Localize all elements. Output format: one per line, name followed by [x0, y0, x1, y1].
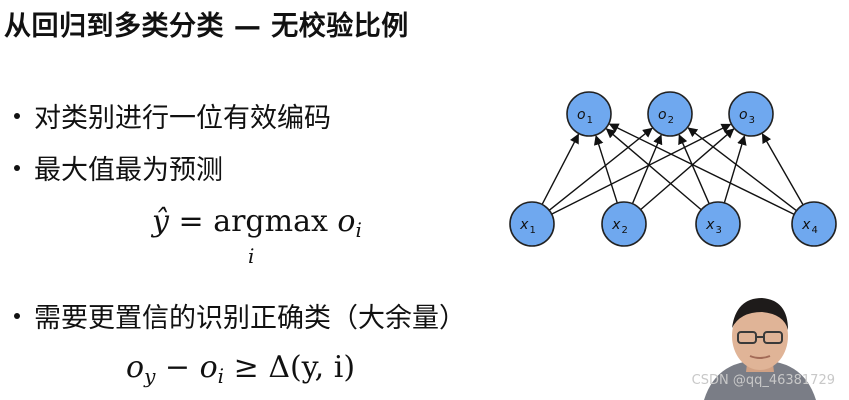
- presenter-shirt: [704, 362, 816, 400]
- eq-argmax-under: i: [248, 244, 255, 268]
- bullet-item-max-predict: 最大值最为预测: [14, 148, 223, 187]
- divider: [586, 262, 686, 264]
- output-node-circle: [728, 91, 774, 137]
- edge-x4-o2: [687, 127, 797, 212]
- bullet-dot-icon: [14, 312, 20, 319]
- edge-x2-o3: [640, 128, 735, 211]
- bullet-item-margin: 需要更置信的识别正确类（大余量）: [14, 296, 466, 335]
- bullet-text: 需要更置信的识别正确类（大余量）: [34, 303, 466, 334]
- output-node-circle: [566, 91, 612, 137]
- edge-x2-o2: [631, 134, 663, 204]
- input-node-x2: x2: [601, 201, 647, 247]
- eq-argmax: argmax: [213, 204, 328, 239]
- output-node-o2: o2: [647, 91, 693, 137]
- watermark: CSDN @qq_46381729: [691, 373, 835, 388]
- slide-title: 从回归到多类分类 — 无校验比例: [4, 11, 409, 42]
- edge-x1-o3: [551, 123, 732, 215]
- network-edges: [541, 123, 804, 215]
- edge-x3-o1: [605, 128, 702, 211]
- output-node-circle: [647, 91, 693, 137]
- input-node-circle: [695, 201, 741, 247]
- edge-x2-o1: [593, 134, 618, 204]
- edge-x3-o3: [723, 135, 747, 204]
- input-node-x4: x4: [791, 201, 837, 247]
- edge-x4-o3: [761, 133, 804, 206]
- eq-minus: −: [164, 350, 191, 385]
- margin-equation: oy − oi ≥ Δ(y, i): [126, 350, 355, 388]
- edge-x4-o1: [608, 123, 795, 215]
- eq-delta: Δ(y, i): [268, 350, 356, 385]
- edge-x1-o2: [548, 127, 653, 211]
- presenter-video-thumbnail: [684, 290, 834, 400]
- input-node-circle: [509, 201, 555, 247]
- eq-oi-sub: i: [217, 364, 225, 388]
- eq-yhat: ŷ: [152, 204, 169, 239]
- edge-x3-o2: [678, 134, 710, 205]
- network-diagram: o1 o2 o3 x1 x2 x3 x4: [509, 91, 837, 247]
- output-node-o3: o3: [728, 91, 774, 137]
- eq-o: o: [337, 204, 356, 239]
- input-node-x1: x1: [509, 201, 555, 247]
- input-node-x3: x3: [695, 201, 741, 247]
- eq-geq: ≥: [233, 350, 259, 385]
- network-nodes: o1 o2 o3 x1 x2 x3 x4: [509, 91, 837, 247]
- eq-oy: o: [126, 350, 145, 385]
- output-node-o1: o1: [566, 91, 612, 137]
- input-node-circle: [601, 201, 647, 247]
- presenter-hair: [732, 298, 788, 330]
- bullet-dot-icon: [14, 164, 20, 171]
- eq-equals: =: [178, 204, 204, 239]
- presenter-mouth: [749, 355, 771, 359]
- bullet-item-one-hot: 对类别进行一位有效编码: [14, 96, 331, 135]
- bullet-text: 对类别进行一位有效编码: [34, 103, 331, 134]
- argmax-equation: ŷ = argmax oi i: [152, 204, 362, 268]
- edge-x1-o1: [541, 133, 580, 205]
- bullet-text: 最大值最为预测: [34, 155, 223, 186]
- bullet-dot-icon: [14, 112, 20, 119]
- eq-o-sub: i: [355, 218, 362, 242]
- eq-oi: o: [199, 350, 218, 385]
- input-node-circle: [791, 201, 837, 247]
- eq-oy-sub: y: [144, 364, 156, 388]
